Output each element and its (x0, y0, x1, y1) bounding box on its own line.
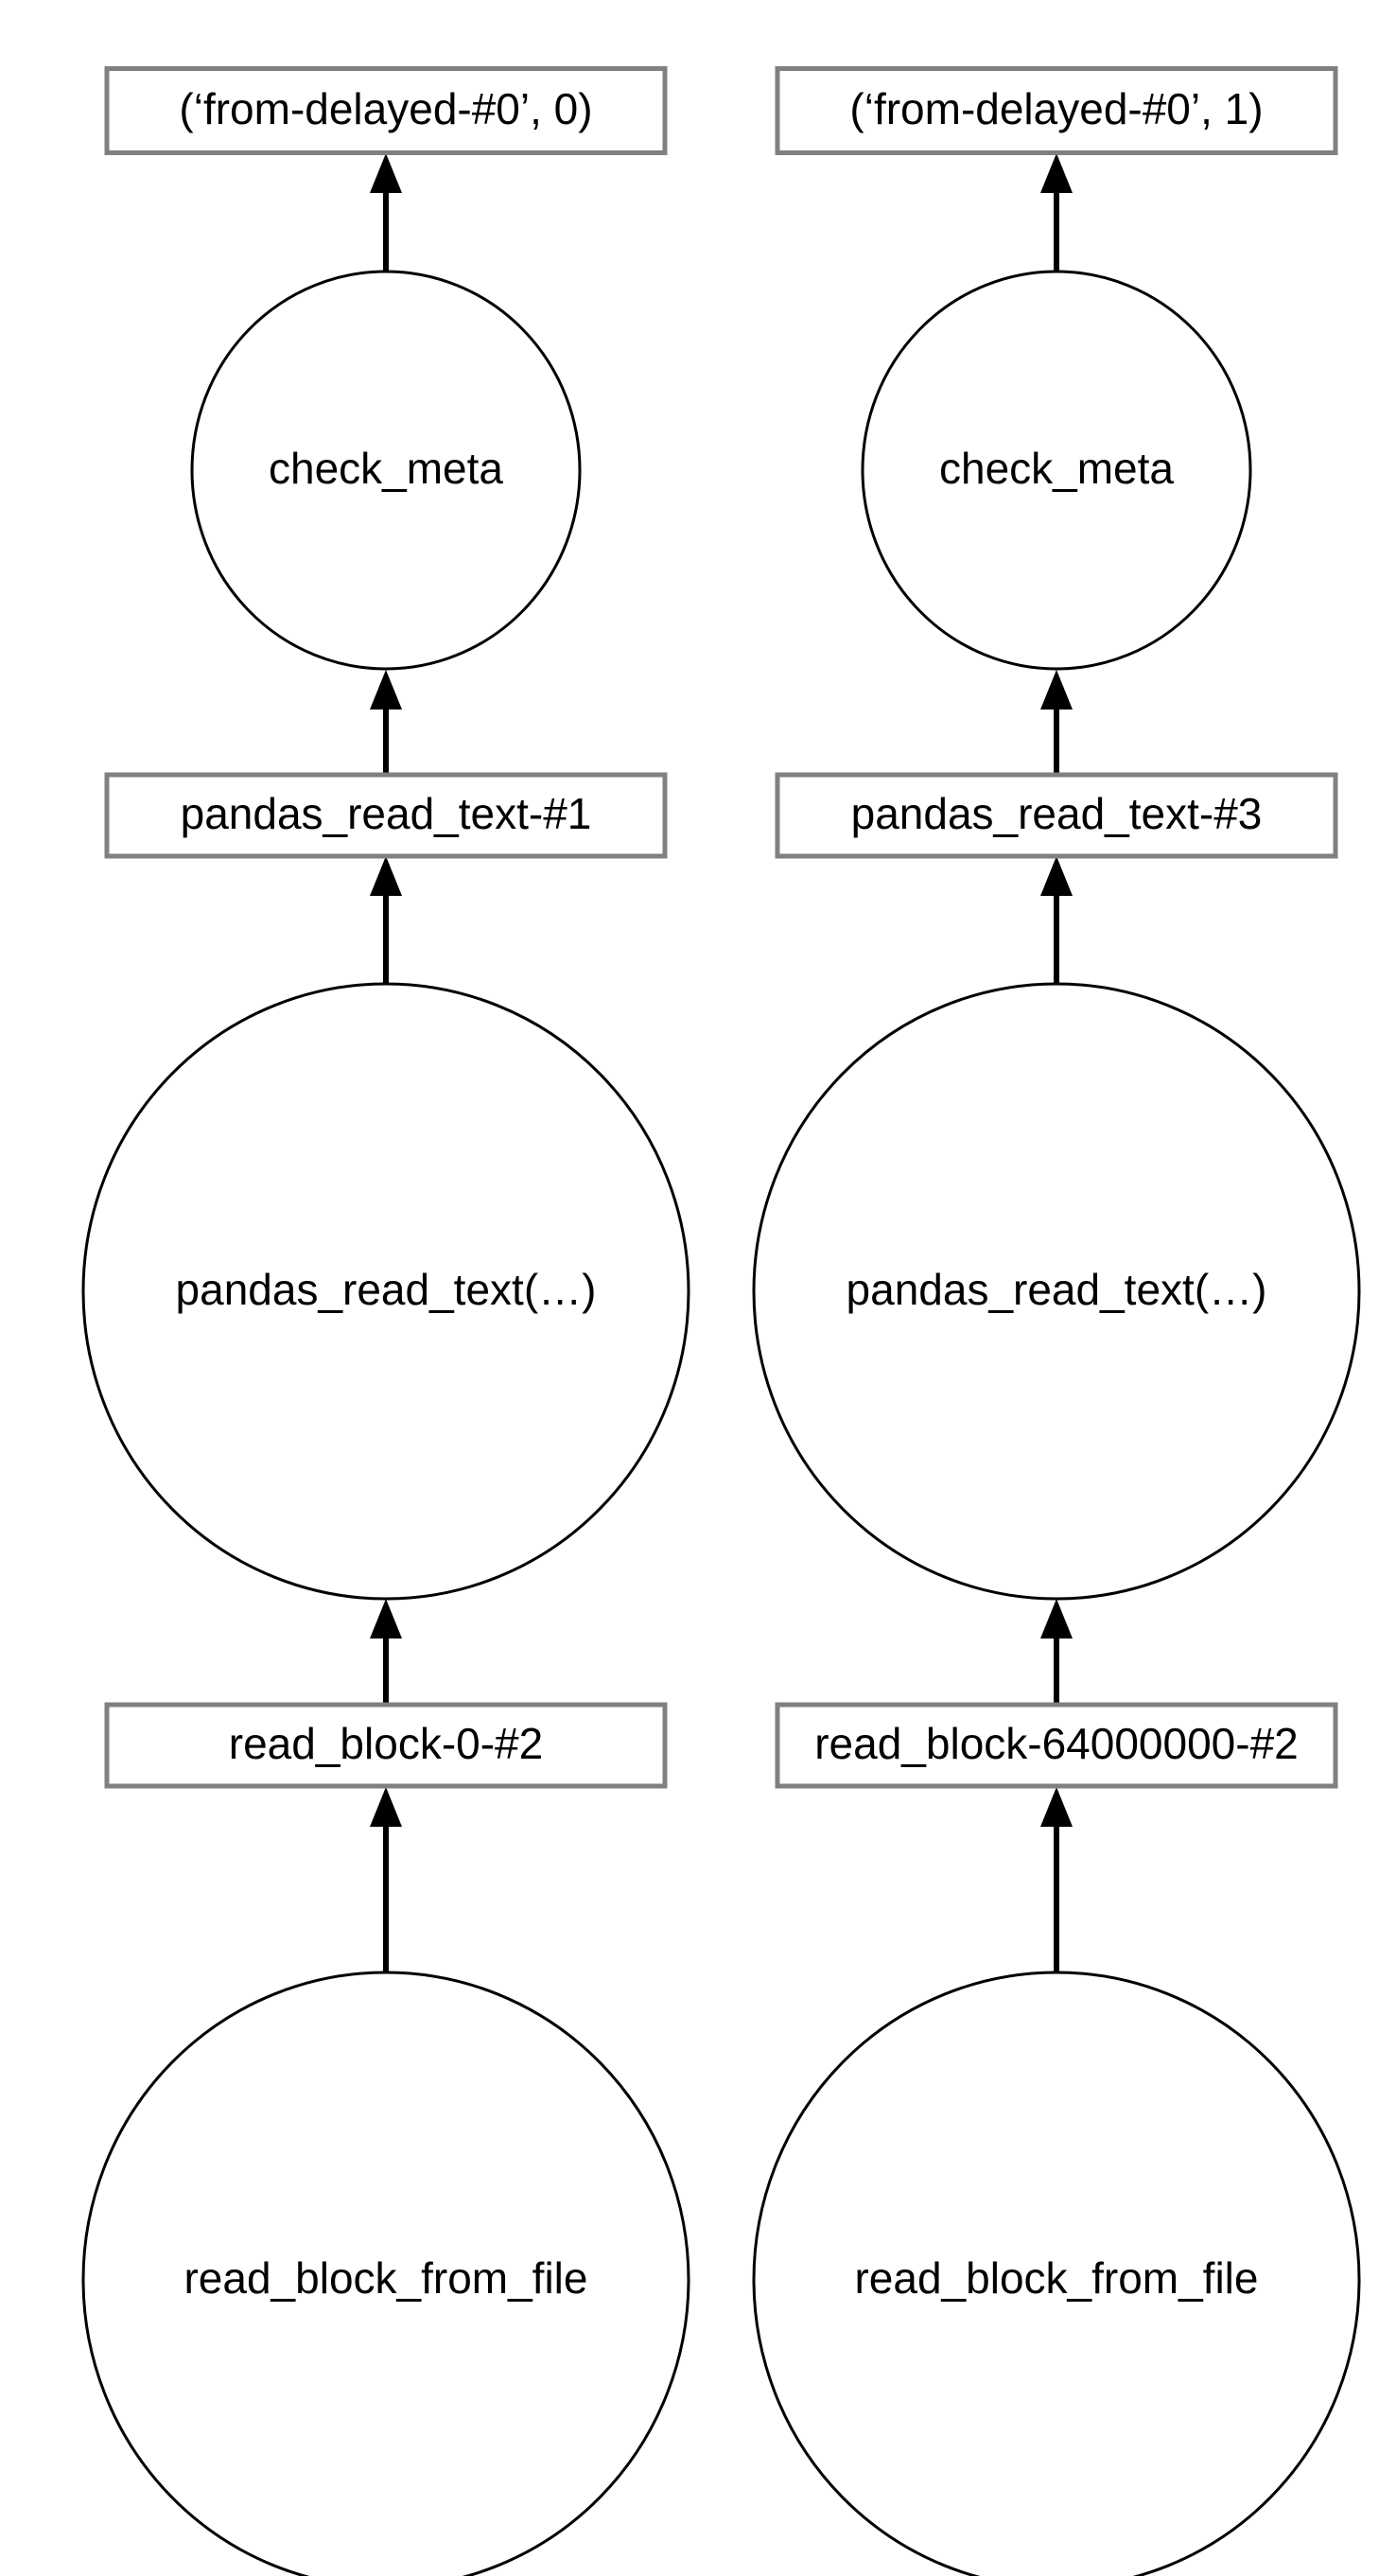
graph-node-check-0[interactable]: check_meta (190, 270, 582, 671)
node-box-shape (775, 66, 1338, 155)
node-ellipse-shape (81, 982, 690, 1601)
edge-arrowhead-icon (1040, 153, 1073, 193)
graph-node-rb-key-1[interactable]: read_block-64000000-#2 (775, 1702, 1338, 1789)
node-label: read_block-0-#2 (229, 1719, 543, 1768)
graph-node-out-1[interactable]: (‘from-delayed-#0’, 1) (775, 66, 1338, 155)
graph-node-prt-fn-1[interactable]: pandas_read_text(…) (752, 982, 1361, 1601)
edge-arrowhead-icon (1040, 1787, 1073, 1827)
edges-layer (370, 153, 1073, 1972)
edge-arrowhead-icon (1040, 670, 1073, 710)
node-label: (‘from-delayed-#0’, 1) (849, 84, 1263, 133)
graph-edge (1040, 670, 1073, 776)
node-box-shape (775, 772, 1338, 859)
graph-node-out-0[interactable]: (‘from-delayed-#0’, 0) (104, 66, 668, 155)
node-ellipse-shape (81, 1971, 690, 2576)
node-label: pandas_read_text(…) (847, 1265, 1267, 1314)
node-label: read_block_from_file (854, 2253, 1258, 2303)
edge-arrowhead-icon (370, 1599, 402, 1638)
graph-edge (1040, 153, 1073, 272)
graph-node-rbf-0[interactable]: read_block_from_file (81, 1971, 690, 2576)
node-label: read_block_from_file (183, 2253, 587, 2303)
graph-edge (1040, 856, 1073, 984)
edge-arrowhead-icon (370, 670, 402, 710)
graph-node-prt-key-1[interactable]: pandas_read_text-#3 (775, 772, 1338, 859)
node-label: pandas_read_text-#3 (851, 789, 1263, 838)
edge-arrowhead-icon (370, 1787, 402, 1827)
graph-node-rb-key-0[interactable]: read_block-0-#2 (104, 1702, 668, 1789)
graph-node-rbf-1[interactable]: read_block_from_file (752, 1971, 1361, 2576)
graph-edge (1040, 1787, 1073, 1972)
graph-node-check-1[interactable]: check_meta (861, 270, 1252, 671)
node-label: pandas_read_text(…) (176, 1265, 597, 1314)
graph-edge (370, 670, 402, 776)
graph-edge (370, 1787, 402, 1972)
graph-node-prt-key-0[interactable]: pandas_read_text-#1 (104, 772, 668, 859)
nodes-layer: (‘from-delayed-#0’, 0) (‘from-delayed-#0’… (81, 66, 1361, 2576)
node-ellipse-shape (861, 270, 1252, 671)
edge-arrowhead-icon (1040, 1599, 1073, 1638)
graph-node-prt-fn-0[interactable]: pandas_read_text(…) (81, 982, 690, 1601)
node-box-shape (775, 1702, 1338, 1789)
edge-arrowhead-icon (370, 153, 402, 193)
edge-arrowhead-icon (1040, 856, 1073, 896)
graph-edge (1040, 1599, 1073, 1706)
graph-edge (370, 856, 402, 984)
node-ellipse-shape (752, 1971, 1361, 2576)
node-ellipse-shape (190, 270, 582, 671)
node-label: read_block-64000000-#2 (814, 1719, 1299, 1768)
node-ellipse-shape (752, 982, 1361, 1601)
graph-edge (370, 1599, 402, 1706)
node-label: pandas_read_text-#1 (181, 789, 592, 838)
node-box-shape (104, 1702, 668, 1789)
node-label: (‘from-delayed-#0’, 0) (179, 84, 592, 133)
edge-arrowhead-icon (370, 856, 402, 896)
node-box-shape (104, 66, 668, 155)
graph-edge (370, 153, 402, 272)
node-label: check_meta (269, 444, 503, 493)
node-label: check_meta (939, 444, 1174, 493)
node-box-shape (104, 772, 668, 859)
